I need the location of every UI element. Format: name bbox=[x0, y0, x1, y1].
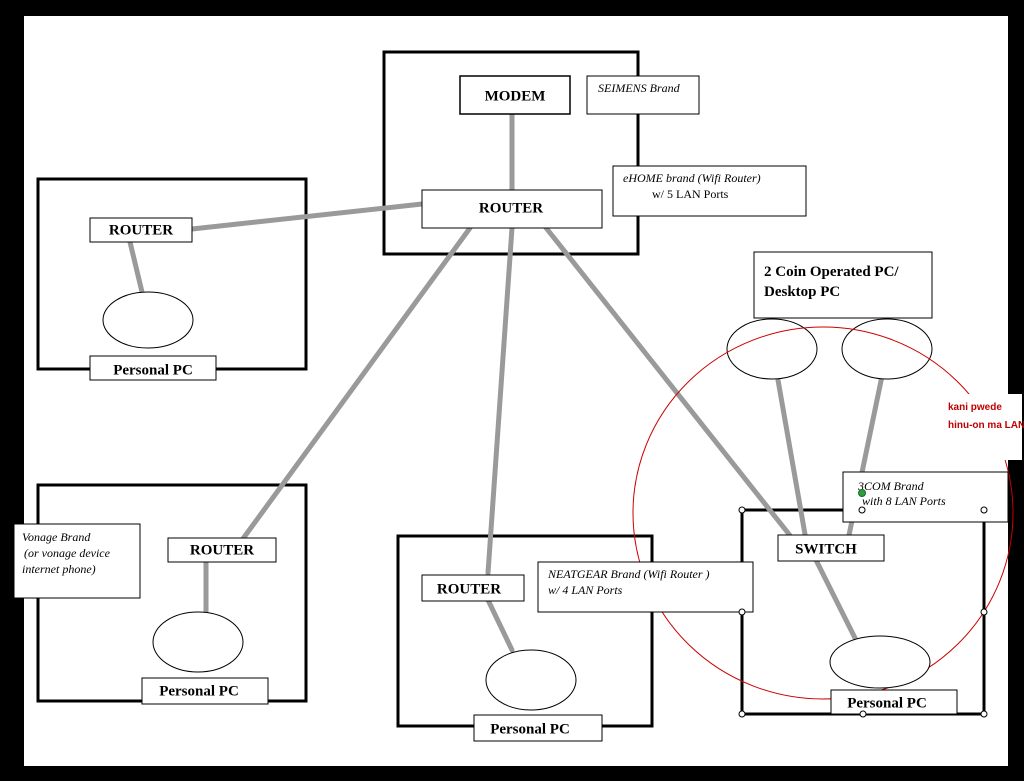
connections bbox=[127, 112, 885, 653]
selection-handle[interactable] bbox=[980, 608, 988, 616]
vonage-note-line1: Vonage Brand bbox=[22, 530, 91, 544]
switch-pc-label-box bbox=[830, 689, 958, 715]
switch-box[interactable] bbox=[777, 534, 885, 562]
lan-highlight-circle bbox=[632, 326, 1014, 700]
selection-handle[interactable] bbox=[980, 710, 988, 718]
vonage-pc-ellipse[interactable] bbox=[152, 611, 244, 673]
main-router-box[interactable] bbox=[421, 189, 603, 229]
vonage-pc-label-box bbox=[141, 677, 269, 705]
main-router-to-neatgear-router-link bbox=[485, 225, 515, 576]
vonage-note-box bbox=[13, 523, 141, 599]
neatgear-router-label: ROUTER bbox=[437, 581, 501, 597]
red-note-line1: kani pwede bbox=[948, 402, 1002, 413]
left-router-to-pc-link bbox=[127, 239, 145, 295]
selection-handle[interactable] bbox=[738, 506, 746, 514]
left-router-label: ROUTER bbox=[109, 222, 173, 238]
switch-label: SWITCH bbox=[795, 541, 857, 557]
coin-pc-note-line1: 2 Coin Operated PC/ bbox=[764, 264, 899, 280]
neatgear-note-box bbox=[537, 561, 754, 613]
vonage-note-line2: (or vonage device bbox=[24, 546, 111, 560]
seimens-note: SEIMENS Brand bbox=[598, 81, 681, 95]
neatgear-pc-label: Personal PC bbox=[490, 721, 570, 737]
vonage-router-box[interactable] bbox=[167, 537, 277, 563]
switch-to-pc-link bbox=[813, 557, 859, 643]
neatgear-pc-ellipse[interactable] bbox=[485, 649, 577, 711]
threecom-note-line1: 3COM Brand bbox=[857, 479, 925, 493]
rotation-handle[interactable] bbox=[858, 489, 866, 497]
neatgear-note-line2: w/ 4 LAN Ports bbox=[548, 583, 623, 597]
threecom-note-line2: with 8 LAN Ports bbox=[862, 494, 946, 508]
selection-handle[interactable] bbox=[738, 608, 746, 616]
coin-pc-note-line2: Desktop PC bbox=[764, 284, 840, 300]
vonage-pc-label: Personal PC bbox=[159, 683, 239, 699]
neatgear-note-line1: NEATGEAR Brand (Wifi Router ) bbox=[547, 567, 710, 581]
switch-pc-ellipse[interactable] bbox=[829, 635, 931, 689]
main-router-to-vonage-router-link bbox=[239, 225, 473, 543]
red-note-line2: hinu-on ma LAN bbox=[948, 420, 1024, 431]
ehome-note-box bbox=[612, 165, 807, 217]
coin-pc-1-ellipse[interactable] bbox=[726, 318, 818, 380]
main-router-to-switch-link bbox=[540, 221, 799, 546]
left-pc-label: Personal PC bbox=[113, 362, 193, 378]
main-router-label: ROUTER bbox=[479, 200, 543, 216]
modem-label: MODEM bbox=[485, 88, 546, 104]
red-note-box bbox=[942, 394, 1022, 460]
switch-pc-label: Personal PC bbox=[847, 695, 927, 711]
modem-box[interactable] bbox=[459, 75, 571, 115]
threecom-note-box bbox=[842, 471, 1009, 523]
coin-pc-2-ellipse[interactable] bbox=[841, 318, 933, 380]
vonage-note-line3: internet phone) bbox=[22, 562, 96, 576]
selection-handle[interactable] bbox=[858, 506, 866, 514]
main-router-to-left-router-link bbox=[189, 201, 425, 232]
neatgear-pc-label-box bbox=[473, 714, 603, 742]
seimens-note-box bbox=[586, 75, 700, 115]
neatgear-router-to-pc-link bbox=[485, 597, 515, 653]
left-pc-label-box bbox=[89, 355, 217, 381]
selection-handle[interactable] bbox=[738, 710, 746, 718]
coin-pc-note-box bbox=[753, 251, 933, 319]
coin-pc1-to-switch-link bbox=[775, 377, 809, 543]
ehome-note-line1: eHOME brand (Wifi Router) bbox=[623, 171, 761, 185]
left-pc-ellipse[interactable] bbox=[102, 291, 194, 349]
neatgear-router-box[interactable] bbox=[421, 574, 525, 602]
selection-handle[interactable] bbox=[859, 710, 867, 718]
selection-handle[interactable] bbox=[980, 506, 988, 514]
vonage-router-label: ROUTER bbox=[190, 542, 254, 558]
left-router-box[interactable] bbox=[89, 217, 193, 243]
ehome-note-line2: w/ 5 LAN Ports bbox=[652, 187, 729, 201]
selection-handles[interactable] bbox=[738, 506, 988, 718]
